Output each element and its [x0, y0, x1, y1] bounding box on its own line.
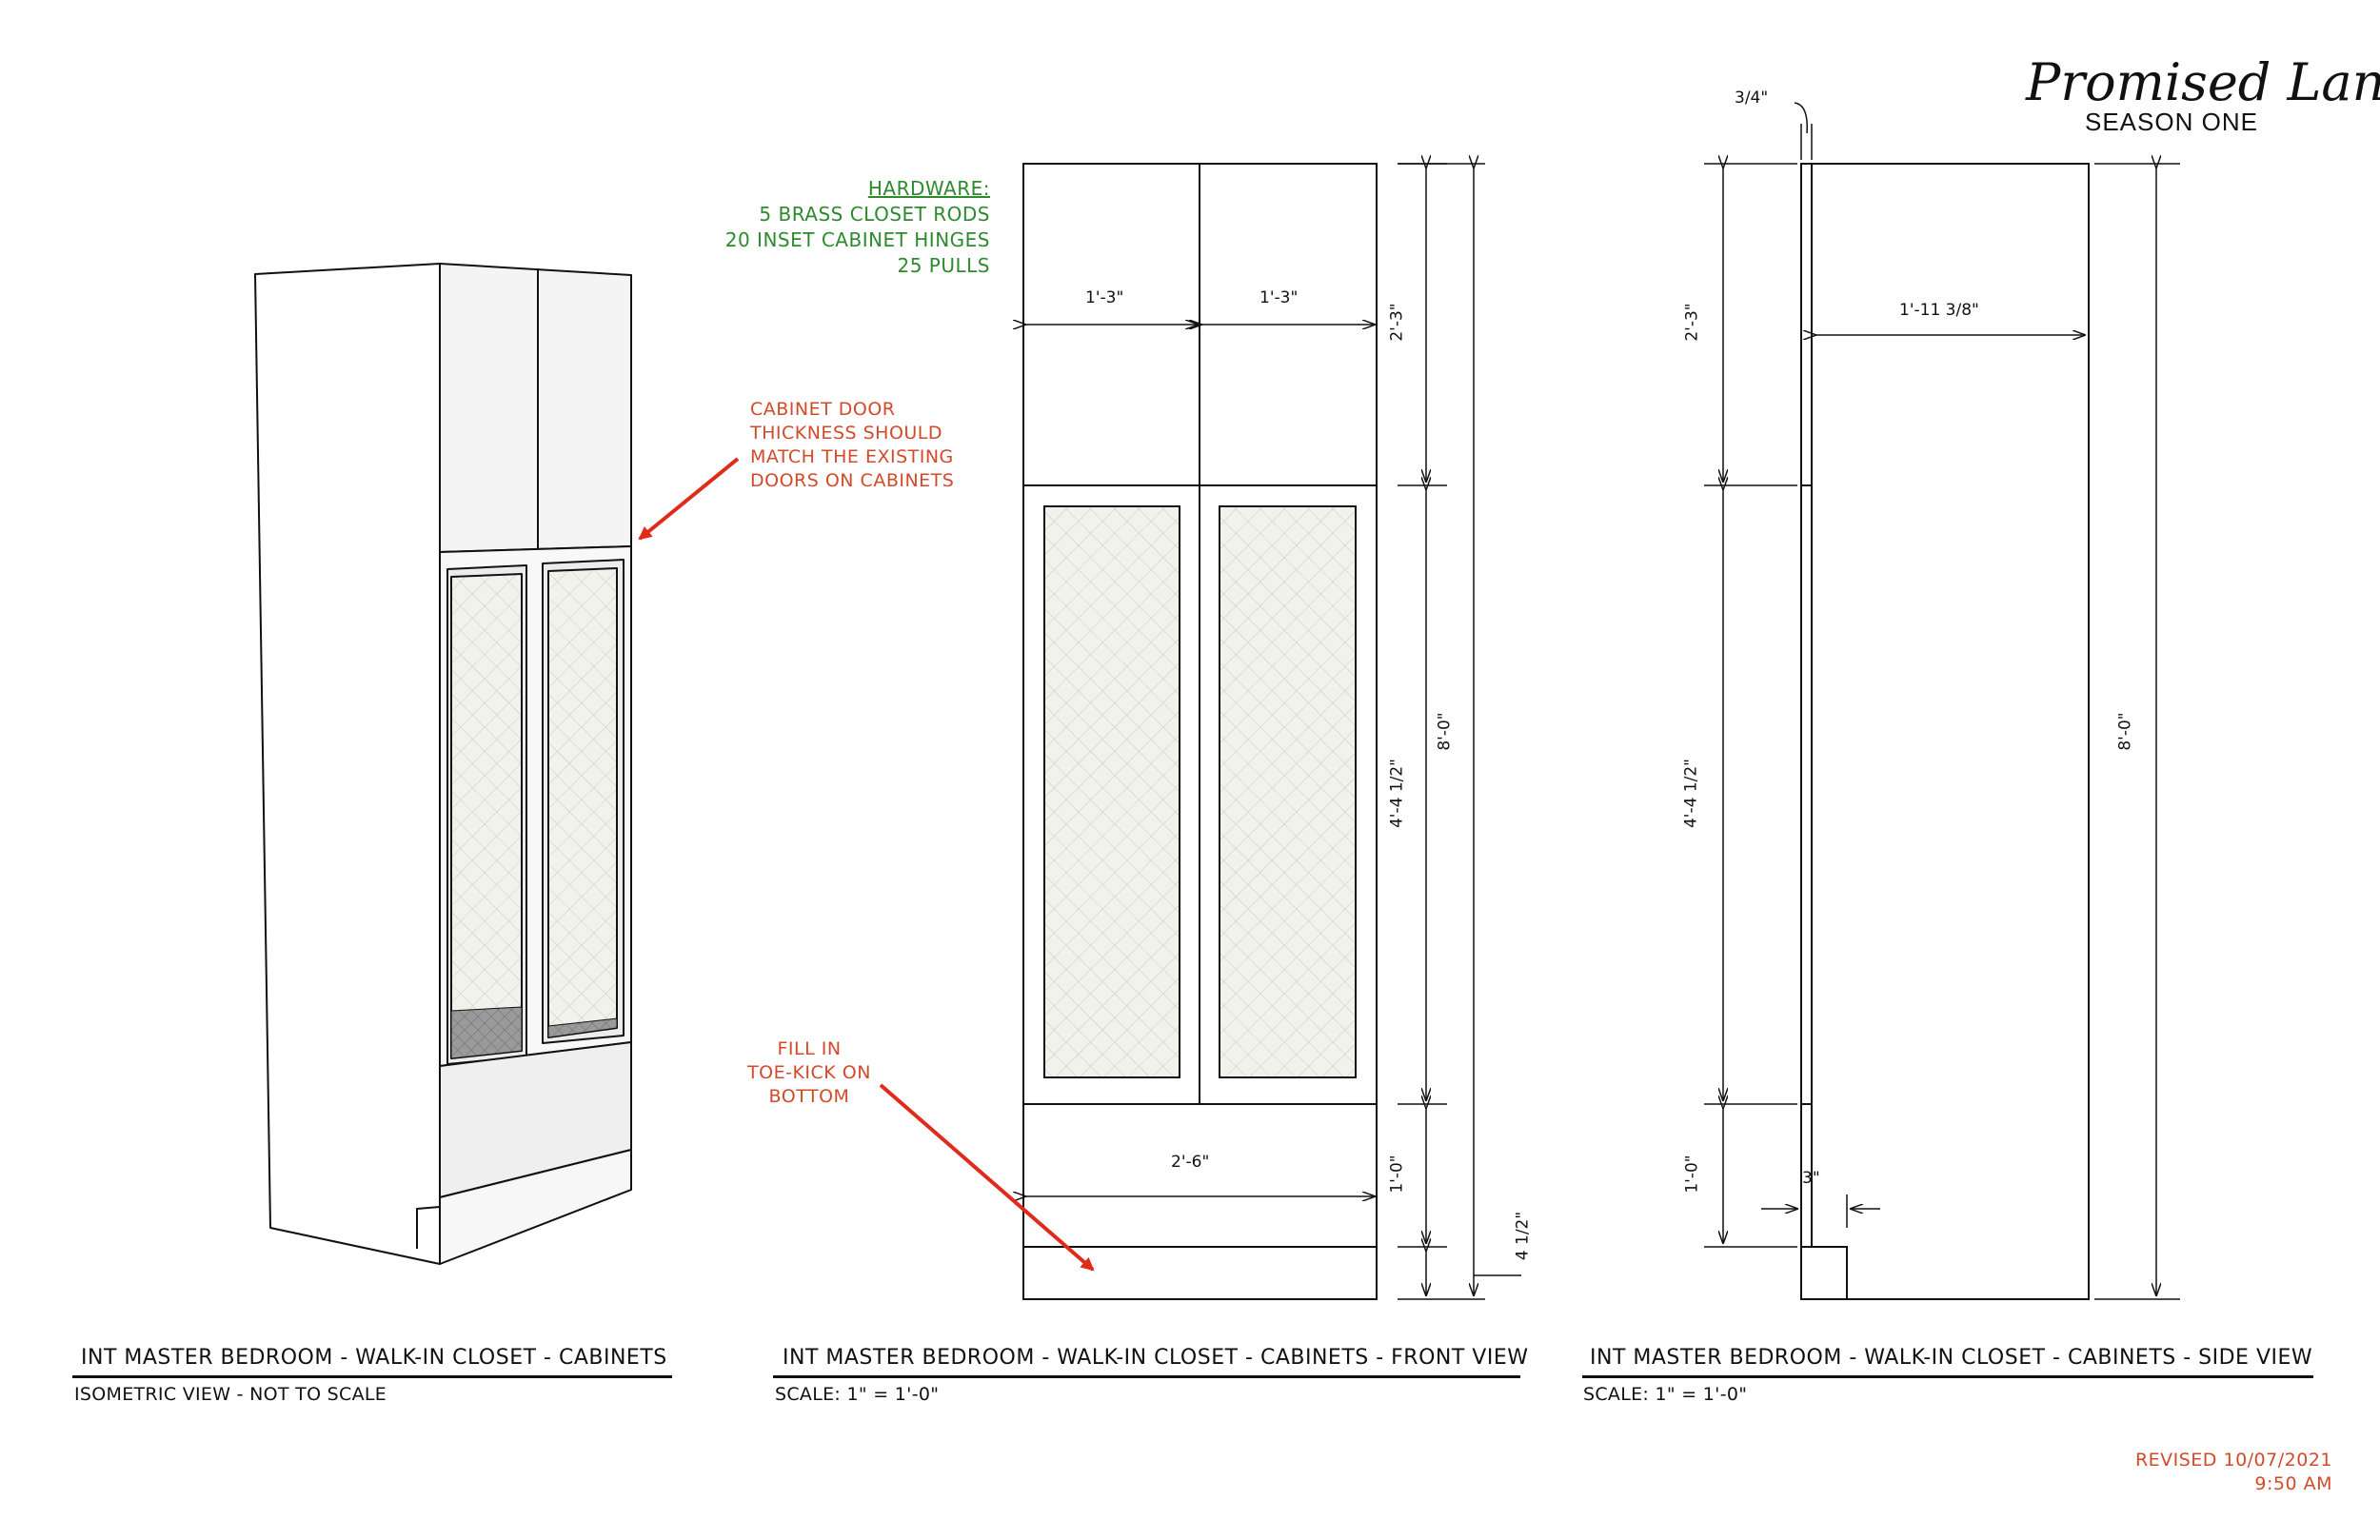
hardware-title: HARDWARE:: [867, 177, 990, 200]
dim-side-total-height: 8'-0": [2115, 712, 2135, 751]
side-toekick: [1800, 1246, 1848, 1300]
front-view-title: INT MASTER BEDROOM - WALK-IN CLOSET - CA…: [783, 1346, 1529, 1370]
door-note-line: CABINET DOOR: [750, 399, 896, 420]
dim-front-total-height: 8'-0": [1435, 712, 1455, 751]
side-title-rule: [1582, 1375, 2313, 1378]
side-view-scale: SCALE: 1" = 1'-0": [1583, 1384, 1748, 1405]
toekick-note-line: BOTTOM: [768, 1086, 850, 1107]
dim-front-middle-height: 4'-4 1/2": [1387, 758, 1407, 829]
dim-side-upper-height: 2'-3": [1682, 303, 1702, 342]
front-right-glass: [1219, 505, 1357, 1078]
toekick-note-line: FILL IN: [777, 1038, 842, 1059]
dim-side-depth: 1'-11 3/8": [1899, 301, 1979, 320]
front-title-rule: [773, 1375, 1520, 1378]
revision-date: REVISED 10/07/2021: [2134, 1450, 2332, 1471]
dim-front-upper-left-width: 1'-3": [1085, 288, 1124, 307]
iso-right-shelf-shadow: [547, 1017, 618, 1038]
dim-front-lower-height: 1'-0": [1387, 1155, 1407, 1194]
dim-side-door-thickness: 3/4": [1735, 89, 1769, 108]
iso-side-panel: [254, 263, 441, 1265]
dim-side-lower-height: 1'-0": [1682, 1155, 1702, 1194]
revision-stamp: REVISED 10/07/2021 9:50 AM: [2037, 1449, 2332, 1496]
iso-toekick: [439, 1149, 632, 1265]
iso-view-scale: ISOMETRIC VIEW - NOT TO SCALE: [74, 1384, 387, 1405]
dim-side-toekick-depth: 3": [1802, 1169, 1820, 1188]
side-dimensions: [1704, 102, 2180, 1300]
door-note-line: DOORS ON CABINETS: [750, 470, 955, 491]
dim-front-total-width: 2'-6": [1171, 1153, 1210, 1172]
iso-right-glass: [547, 567, 618, 1038]
front-left-glass: [1043, 505, 1180, 1078]
dim-front-upper-right-width: 1'-3": [1259, 288, 1299, 307]
dim-side-middle-height: 4'-4 1/2": [1681, 758, 1701, 829]
front-view-scale: SCALE: 1" = 1'-0": [775, 1384, 940, 1405]
toekick-note-line: TOE-KICK ON: [747, 1062, 871, 1083]
iso-left-shelf-shadow: [450, 1006, 523, 1059]
side-view-cabinet: [1800, 163, 2090, 1300]
hardware-item: 5 BRASS CLOSET RODS: [759, 203, 990, 226]
iso-left-glass: [450, 573, 523, 1059]
isometric-cabinet: [254, 263, 632, 1265]
brand-subtitle: SEASON ONE: [2085, 108, 2258, 136]
iso-upper-face: [439, 263, 632, 553]
door-note-arrow: [638, 457, 740, 541]
hardware-item: 25 PULLS: [897, 254, 990, 277]
door-note-line: THICKNESS SHOULD: [750, 423, 943, 444]
brand-logo: Promised Land: [2026, 52, 2380, 112]
door-thickness-note: CABINET DOOR THICKNESS SHOULD MATCH THE …: [750, 398, 998, 493]
iso-toekick-notch: [416, 1206, 441, 1249]
hardware-item: 20 INSET CABINET HINGES: [724, 228, 990, 251]
front-dimensions: [1025, 164, 1521, 1300]
side-view-title: INT MASTER BEDROOM - WALK-IN CLOSET - CA…: [1590, 1346, 2313, 1370]
dim-front-toekick-height: 4 1/2": [1513, 1211, 1533, 1261]
side-outline: [1800, 163, 2090, 1300]
front-view-cabinet: [1022, 163, 1378, 1300]
iso-title-rule: [72, 1375, 672, 1378]
revision-time: 9:50 AM: [2254, 1473, 2332, 1494]
dim-front-upper-height: 2'-3": [1387, 303, 1407, 342]
toekick-note-arrow: [879, 1083, 1095, 1272]
door-note-line: MATCH THE EXISTING: [750, 446, 954, 467]
hardware-note: HARDWARE: 5 BRASS CLOSET RODS 20 INSET C…: [666, 176, 990, 279]
toekick-note: FILL IN TOE-KICK ON BOTTOM: [728, 1037, 890, 1109]
iso-view-title: INT MASTER BEDROOM - WALK-IN CLOSET - CA…: [81, 1346, 667, 1370]
